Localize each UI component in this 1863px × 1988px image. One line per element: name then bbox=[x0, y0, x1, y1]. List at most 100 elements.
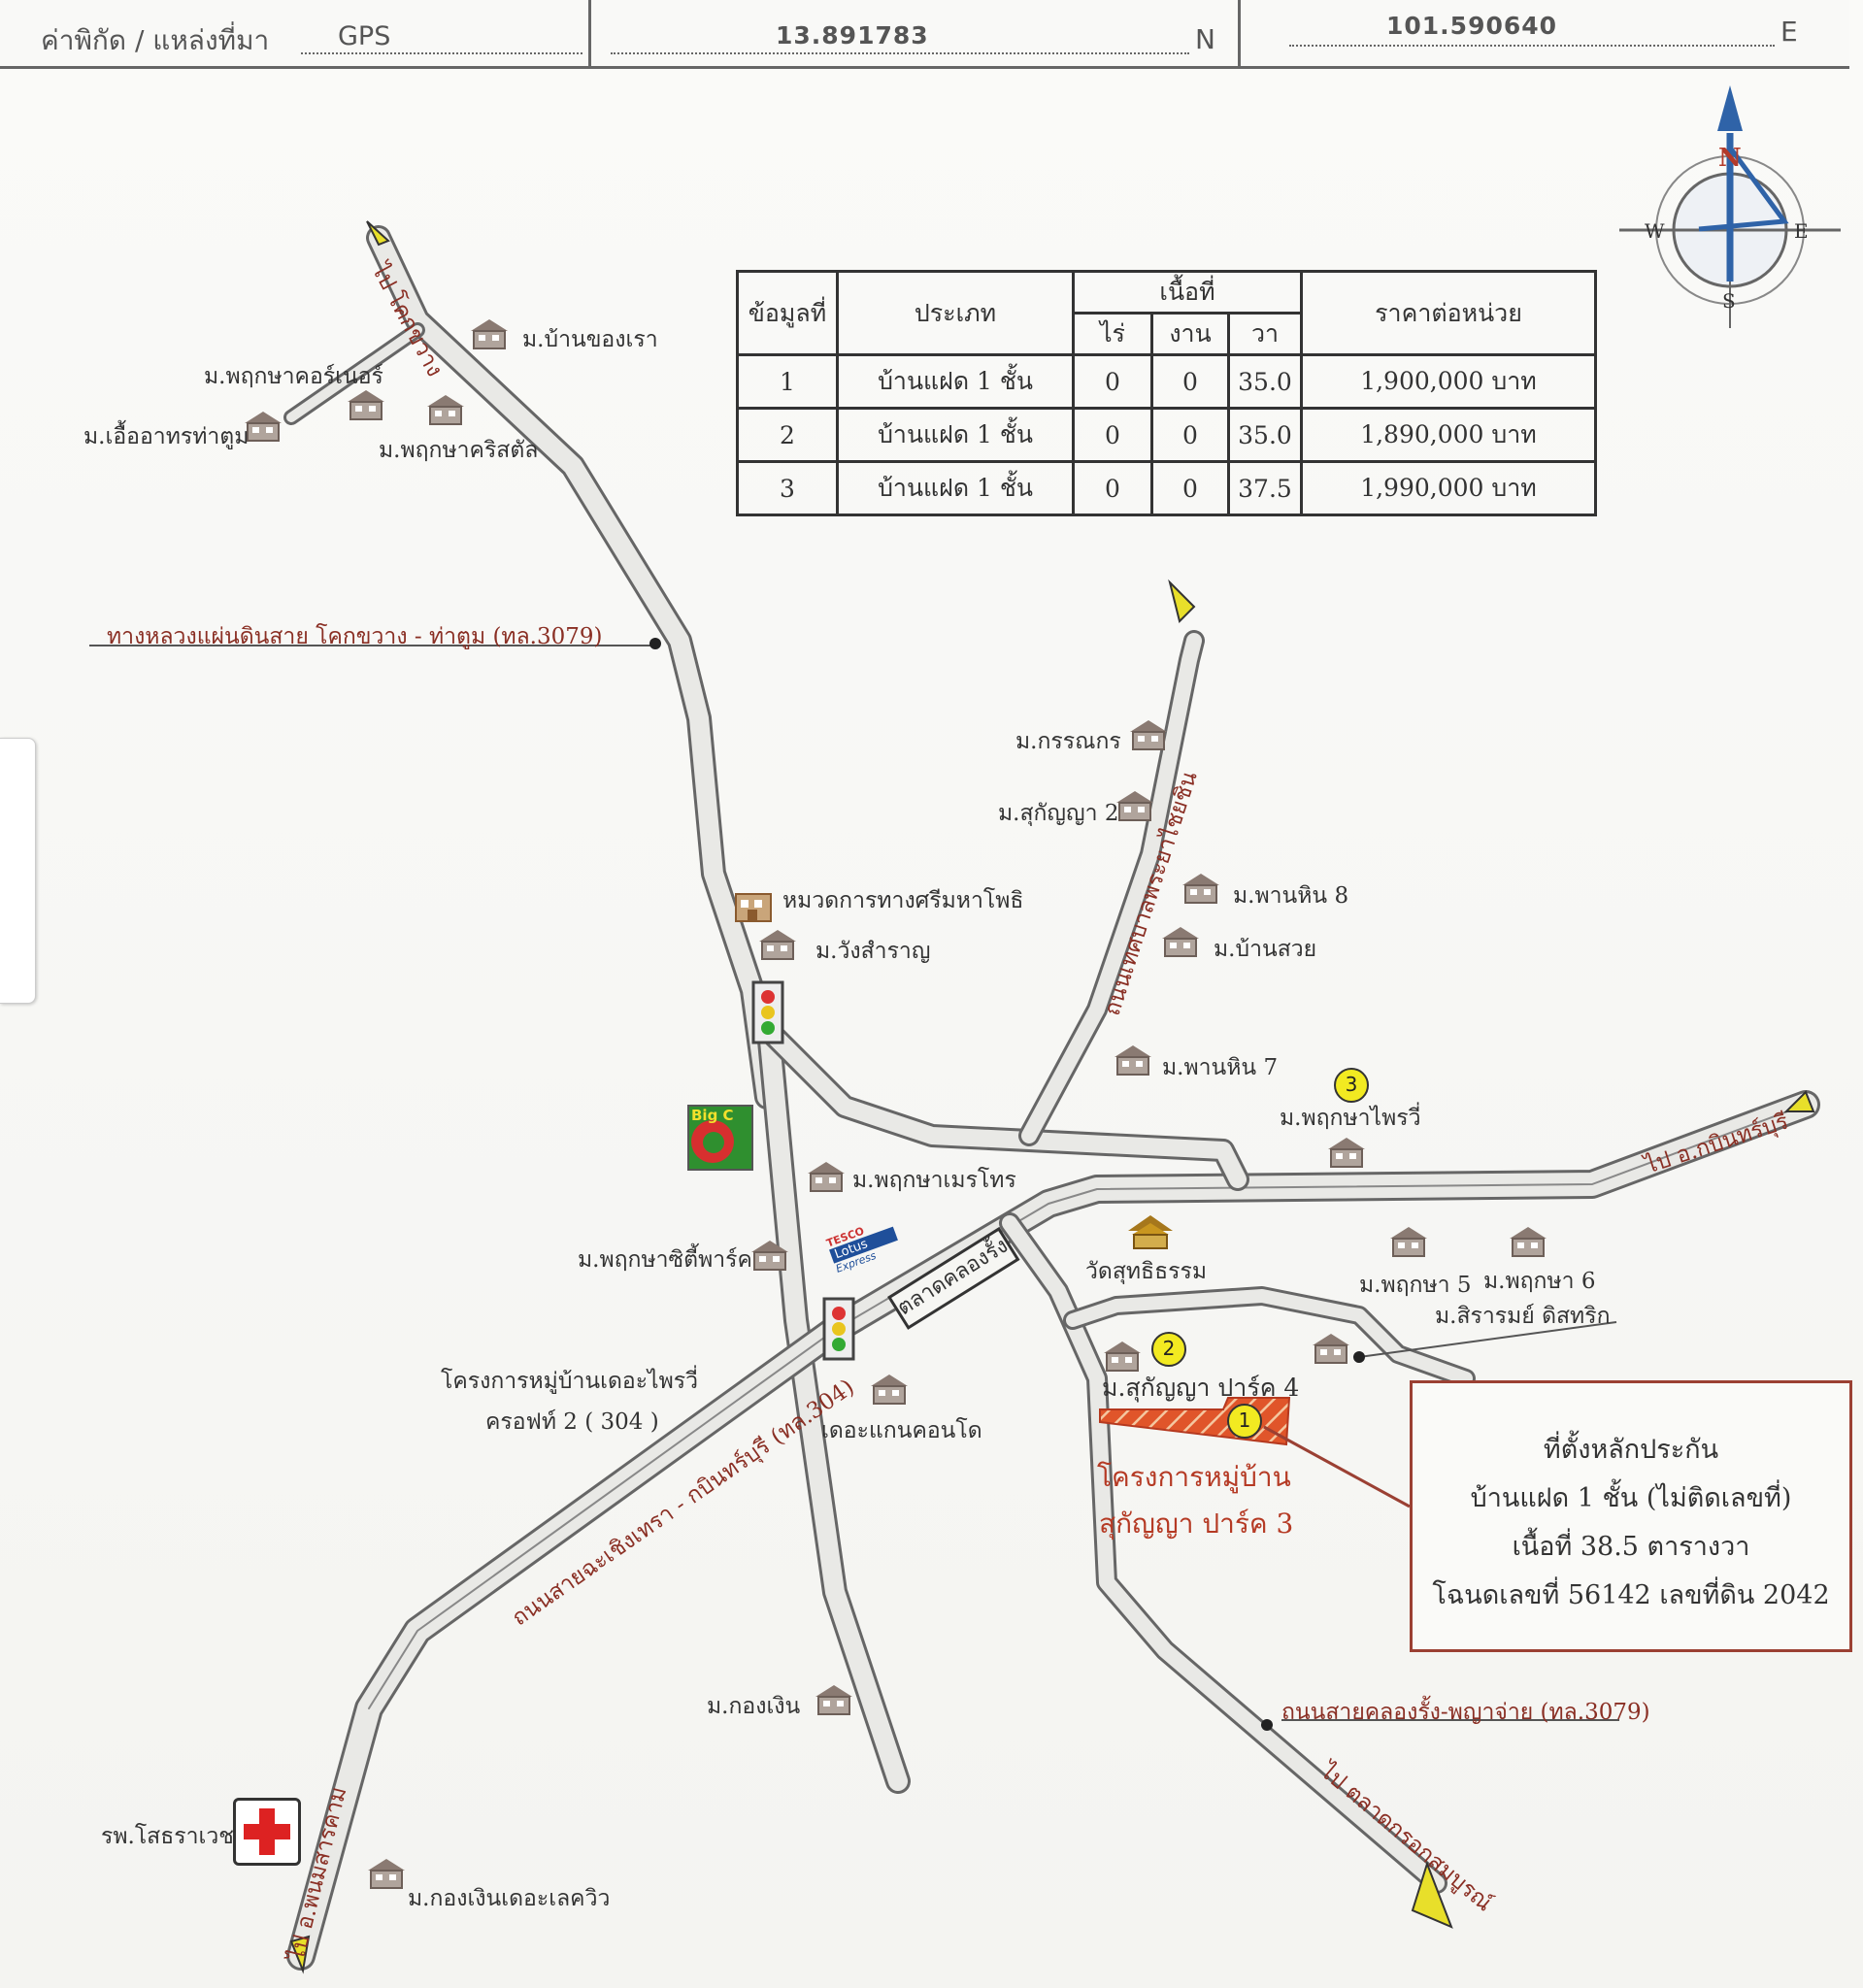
house-icon bbox=[471, 319, 508, 349]
hospital-icon bbox=[233, 1798, 301, 1866]
sidebar-tab[interactable] bbox=[0, 738, 36, 1004]
place-panhin8: ม.พานหิน 8 bbox=[1233, 883, 1349, 909]
project-phairee-line1: โครงการหมู่บ้านเดอะไพรวี่ bbox=[441, 1369, 699, 1394]
callout-line2: บ้านแฝด 1 ชั้น (ไม่ติดเลขที่) bbox=[1470, 1483, 1792, 1513]
price-table: ข้อมูลที่ ประเภท เนื้อที่ ราคาต่อหน่วย ไ… bbox=[736, 270, 1597, 516]
road-khokkhwang bbox=[366, 225, 780, 1110]
arrow-market bbox=[1411, 1860, 1453, 1929]
place-baansuay: ม.บ้านสวย bbox=[1214, 937, 1317, 962]
callout-line1: ที่ตั้งหลักประกัน bbox=[1543, 1435, 1719, 1465]
callout-line4: โฉนดเลขที่ 56142 เลขที่ดิน 2042 bbox=[1432, 1580, 1830, 1610]
coordinate-label: ค่าพิกัด / แหล่งที่มา bbox=[41, 24, 270, 56]
bigc-logo: Big C bbox=[687, 1105, 753, 1171]
traffic-light-south bbox=[822, 1297, 855, 1361]
place-road-unit: หมวดการทางศรีมหาโพธิ bbox=[782, 888, 1024, 913]
compass-south: S bbox=[1722, 289, 1736, 313]
longitude-cell: 101.590640 E bbox=[1241, 0, 1849, 66]
junction-dot-se bbox=[1261, 1719, 1273, 1731]
marker-1: 1 bbox=[1227, 1404, 1262, 1439]
arrow-phanom bbox=[289, 1935, 311, 1974]
place-ueaarthon: ม.เอื้ออาทรท่าตูม bbox=[83, 424, 250, 449]
place-phruksa6: ม.พฤกษา 6 bbox=[1483, 1269, 1596, 1294]
compass-east: E bbox=[1794, 219, 1809, 243]
house-icon bbox=[1114, 1045, 1151, 1076]
house-icon bbox=[808, 1162, 845, 1192]
col-header-area: เนื้อที่ bbox=[1072, 270, 1303, 315]
road-link-east bbox=[755, 1017, 1249, 1191]
place-baankhongrao: ม.บ้านของเรา bbox=[522, 327, 658, 352]
place-crystal: ม.พฤกษาคริสตัล bbox=[379, 438, 539, 463]
traffic-light-north bbox=[751, 980, 784, 1044]
place-corner: ม.พฤกษาคอร์เนอร์ bbox=[204, 364, 383, 389]
col-header-id: ข้อมูลที่ bbox=[736, 270, 839, 356]
longitude-unit: E bbox=[1780, 16, 1798, 48]
place-kongngern-lake: ม.กองเงินเดอะเลควิว bbox=[408, 1886, 611, 1911]
place-sirarom: ม.สิรารมย์ ดิสทริก bbox=[1435, 1304, 1611, 1329]
pointer-dot-sirarom bbox=[1353, 1351, 1365, 1363]
project-phairee-line2: ครอฟท์ 2 ( 304 ) bbox=[485, 1409, 659, 1435]
place-wat: วัดสุทธิธรรม bbox=[1085, 1259, 1207, 1284]
marker-3: 3 bbox=[1334, 1068, 1369, 1103]
latitude-cell: 13.891783 N bbox=[591, 0, 1241, 66]
house-icon bbox=[245, 412, 282, 442]
house-icon bbox=[1130, 720, 1167, 750]
place-hospital: รพ.โสธราเวช bbox=[101, 1824, 234, 1849]
coordinate-source-cell: ค่าพิกัด / แหล่งที่มา GPS bbox=[0, 0, 591, 66]
project-sukanya-line2: สุกัญญา ปาร์ค 3 bbox=[1099, 1508, 1294, 1540]
place-grand-condo: เดอะแกนคอนโด bbox=[821, 1418, 982, 1443]
house-icon bbox=[871, 1375, 908, 1405]
longitude-value: 101.590640 bbox=[1386, 12, 1558, 40]
place-citypark: ม.พฤกษาซิตี้พาร์ค bbox=[578, 1247, 752, 1273]
coordinate-source: GPS bbox=[338, 21, 391, 51]
house-icon bbox=[348, 390, 384, 420]
road-label-klongrang: ถนนสายคลองรั้ง-พญาจ่าย (ทล.3079) bbox=[1281, 1700, 1650, 1725]
callout-line3: เนื้อที่ 38.5 ตารางวา bbox=[1512, 1532, 1750, 1562]
house-icon bbox=[1510, 1227, 1547, 1257]
place-wangsamran: ม.วังสำราญ bbox=[815, 939, 931, 964]
road-north-south bbox=[754, 997, 911, 1794]
marker-2: 2 bbox=[1151, 1332, 1186, 1367]
place-sukanya4: ม.สุกัญญา ปาร์ค 4 bbox=[1102, 1374, 1300, 1402]
place-sukanya2: ม.สุกัญญา 2 bbox=[998, 801, 1119, 826]
arrow-kabin bbox=[1783, 1090, 1815, 1112]
compass-rose bbox=[1619, 85, 1841, 328]
road-klongrang bbox=[999, 1212, 1447, 1894]
house-icon bbox=[1390, 1227, 1427, 1257]
place-kongngern: ม.กองเงิน bbox=[707, 1694, 801, 1719]
col-header-ngan: งาน bbox=[1150, 312, 1230, 356]
office-icon bbox=[735, 893, 772, 922]
collateral-callout: ที่ตั้งหลักประกัน บ้านแฝด 1 ชั้น (ไม่ติด… bbox=[1410, 1380, 1852, 1652]
table-row: 1 บ้านแฝด 1 ชั้น 0 0 35.0 1,900,000 บาท bbox=[736, 353, 1597, 410]
road-label-highway-3079: ทางหลวงแผ่นดินสาย โคกขวาง - ท่าตูม (ทล.3… bbox=[107, 624, 603, 649]
project-sukanya-line1: โครงการหมู่บ้าน bbox=[1097, 1461, 1291, 1493]
house-icon bbox=[1116, 791, 1153, 821]
table-row: 2 บ้านแฝด 1 ชั้น 0 0 35.0 1,890,000 บาท bbox=[736, 407, 1597, 463]
house-icon bbox=[1182, 874, 1219, 904]
compass-west: W bbox=[1645, 219, 1665, 243]
place-mehtra: ม.พฤกษาเมรโทร bbox=[852, 1168, 1016, 1193]
col-header-type: ประเภท bbox=[836, 270, 1075, 356]
junction-dot bbox=[649, 638, 661, 649]
col-header-rai: ไร่ bbox=[1072, 312, 1153, 356]
compass-north: N bbox=[1718, 144, 1742, 173]
coordinate-header: ค่าพิกัด / แหล่งที่มา GPS 13.891783 N 10… bbox=[0, 0, 1849, 69]
house-icon bbox=[1328, 1138, 1365, 1168]
temple-icon bbox=[1128, 1215, 1173, 1249]
house-icon bbox=[1104, 1342, 1141, 1372]
house-icon bbox=[1313, 1334, 1349, 1364]
place-kannikon: ม.กรรณกร bbox=[1015, 729, 1121, 754]
house-icon bbox=[815, 1685, 852, 1715]
col-header-wa: วา bbox=[1227, 312, 1303, 356]
table-row: 3 บ้านแฝด 1 ชั้น 0 0 37.5 1,990,000 บาท bbox=[736, 460, 1597, 516]
road-yaichin bbox=[1018, 630, 1205, 1146]
arrow-yaichin bbox=[1168, 579, 1196, 623]
house-icon bbox=[368, 1859, 405, 1889]
house-icon bbox=[759, 930, 796, 960]
col-header-price: ราคาต่อหน่วย bbox=[1300, 270, 1597, 356]
arrow-khokwang bbox=[366, 220, 390, 247]
house-icon bbox=[1162, 927, 1199, 957]
latitude-unit: N bbox=[1195, 23, 1215, 55]
place-panhin7: ม.พานหิน 7 bbox=[1162, 1055, 1279, 1080]
place-phruksa5: ม.พฤกษา 5 bbox=[1359, 1273, 1472, 1298]
